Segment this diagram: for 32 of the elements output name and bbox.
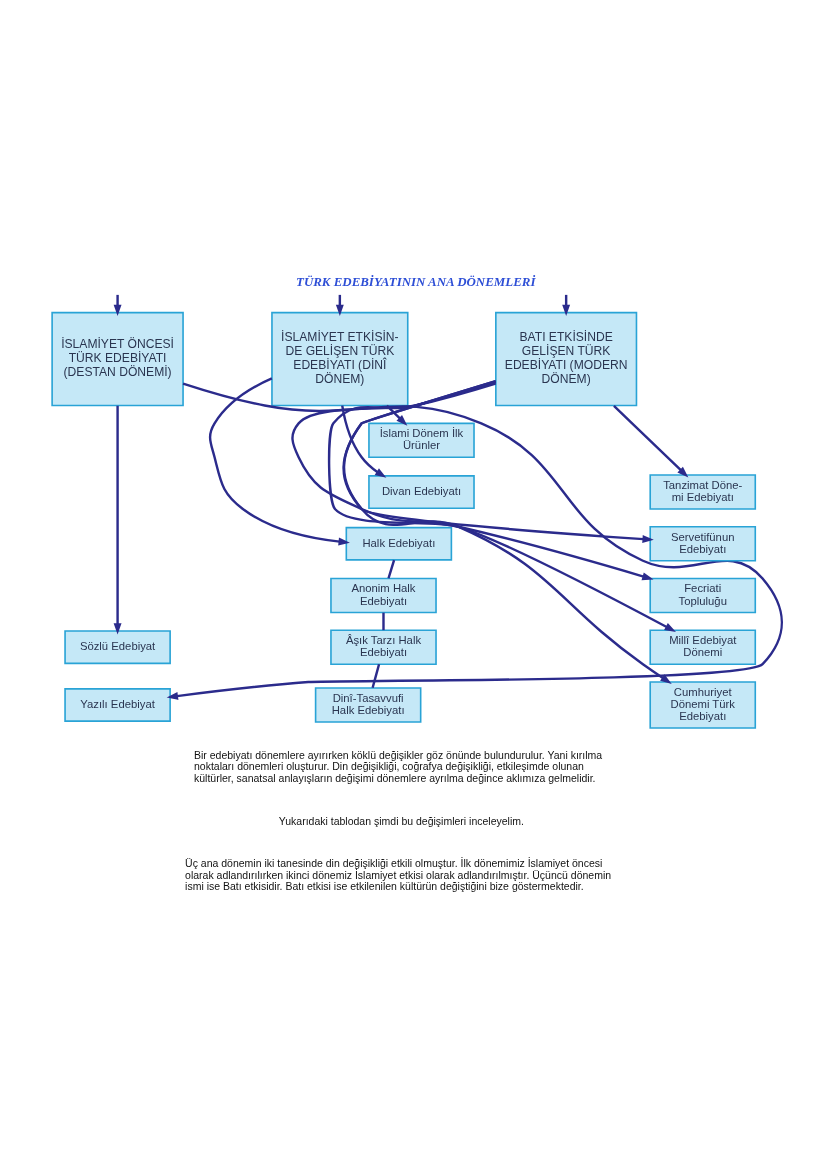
node-box: Tanzimat Döne- mi Edebiyatı: [649, 474, 757, 510]
node-box: Anonim Halk Edebiyatı: [330, 577, 437, 614]
connector: [382, 612, 385, 631]
label: Üç ana dönemin iki tanesinde din değişikliği etkili olmuştur. İlk dönemimiz İslamiyet öncesi olarak adlandırılırken ikinci dönemiz İslamiyet etkisi olarak adlandırılmıştır. Üçüncü dönemin ismi ise Batı etkisidir. Batı etkisi ise etkilenilen kültürün değiştiğini bize göstermektedir.: [185, 857, 612, 893]
node-box: İSLAMİYET ETKİSİN- DE GELİŞEN TÜRK EDEBİYATI (DİNÎ DÖNEM): [271, 311, 409, 407]
node-box: İSLAMİYET ÖNCESİ TÜRK EDEBİYATI (DESTAN DÖNEMİ): [51, 311, 184, 407]
arrow: [386, 404, 408, 426]
arrow: [166, 382, 783, 700]
arrow: [342, 380, 672, 684]
label: Yukarıdaki tablodan şimdi bu değişimleri inceleyelim.: [278, 814, 524, 827]
connector: [371, 663, 381, 689]
node-box: Âşık Tarzı Halk Edebiyatı: [330, 629, 437, 665]
node-box: Halk Edebiyatı: [345, 526, 453, 561]
node-box: Yazılı Edebiyat: [64, 688, 171, 722]
arrow: [341, 405, 387, 478]
node-box: BATI ETKİSİNDE GELİŞEN TÜRK EDEBİYATI (MODERN DÖNEM): [495, 311, 638, 407]
node-box: Cumhuriyet Dönemi Türk Edebiyatı: [649, 681, 757, 729]
node-box: Divan Edebiyatı: [368, 475, 475, 509]
node-box: Sözlü Edebiyat: [64, 630, 171, 665]
node-box: Servetifünun Edebiyatı: [649, 526, 757, 562]
arrow: [208, 377, 350, 546]
label: Bir edebiyatı dönemlere ayırırken köklü değişikler göz önünde bulundurulur. Yani kırılma noktaları dönemleri oluşturur. Din değişikliği, coğrafya değişikliği, etkileşimde olunan kültürler, sanatsal anlayışların değişimi dönemlere ayrılma değince aklımıza gelmelidir.: [193, 749, 603, 784]
node-box: İslami Dönem İlk Ürünler: [368, 422, 475, 459]
node-box: Millî Edebiyat Dönemi: [649, 629, 757, 665]
node-box: Fecriati Topluluğu: [649, 577, 757, 614]
arrow: [291, 382, 654, 581]
node-box: Dinî-Tasavvufi Halk Edebiyatı: [314, 687, 422, 723]
connector: [387, 559, 396, 579]
arrow: [613, 404, 689, 478]
arrow: [113, 294, 122, 317]
arrow: [113, 405, 122, 635]
diagram-title: TÜRK EDEBİYATININ ANA DÖNEMLERİ: [296, 274, 536, 289]
